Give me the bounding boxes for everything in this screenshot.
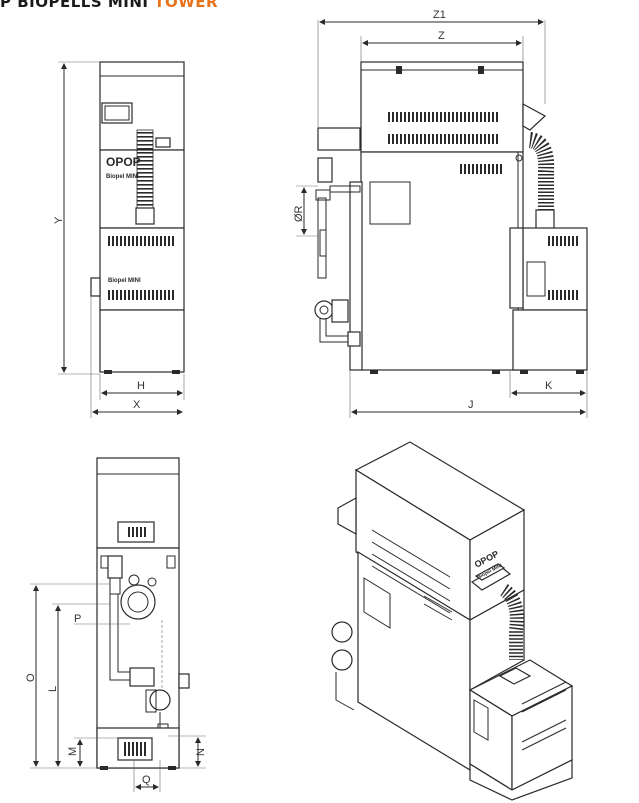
isometric-view: OPOP Biopel MINI [331, 441, 574, 801]
dim-o-label: O [25, 673, 37, 682]
dim-z-label: Z [438, 30, 445, 42]
front-model-label: Biopel MINI [106, 174, 139, 180]
dim-m-label: M [67, 747, 79, 756]
rear-view: O L P M N Q [25, 457, 207, 792]
dim-k-label: K [545, 380, 553, 392]
dim-q-label: Q [142, 774, 151, 786]
dim-z1-label: Z1 [433, 9, 446, 21]
front-logo: OPOP [106, 155, 141, 169]
dim-l-label: L [47, 686, 59, 692]
dim-j-label: J [468, 399, 474, 411]
front-view: OPOP Biopel MINI Biopel MINI Y H X [53, 61, 185, 418]
dim-r-label: ØR [293, 205, 305, 222]
page-header: P BIOPELLS MINI TOWER [0, 0, 218, 11]
dim-x-label: X [133, 399, 141, 411]
dim-p-label: P [74, 613, 81, 625]
front-model-label-2: Biopel MINI [108, 278, 141, 284]
dim-n-label: N [195, 748, 207, 756]
header-title: P BIOPELLS MINI [0, 0, 155, 11]
side-view: Z1 Z ØR J K [293, 9, 588, 418]
dim-h-label: H [137, 380, 145, 392]
dim-y-label: Y [53, 216, 65, 224]
header-title-accent: TOWER [154, 0, 219, 11]
